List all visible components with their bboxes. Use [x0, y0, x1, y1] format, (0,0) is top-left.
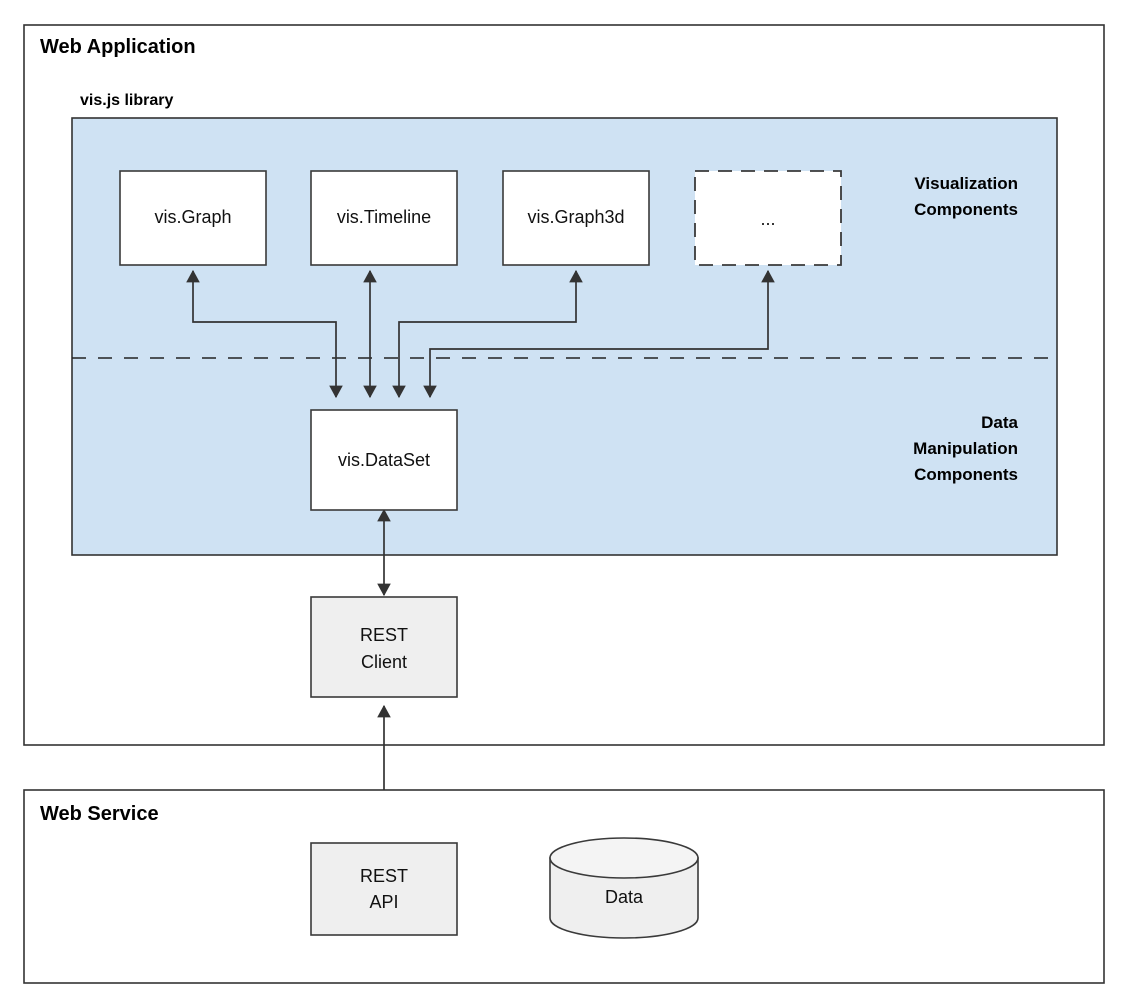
connector-vis-graph-to-dataset — [186, 269, 343, 399]
zone-label-data-manipulation-line3: Components — [914, 465, 1018, 484]
node-label-rest-api-line2: API — [369, 892, 398, 912]
node-vis-dataset[interactable]: vis.DataSet — [310, 409, 458, 511]
library-panel-label: vis.js library — [80, 92, 173, 109]
node-vis-graph3d[interactable]: vis.Graph3d — [502, 170, 650, 266]
node-data-store[interactable]: Data — [549, 837, 699, 939]
container-label-web-application: Web Application — [40, 36, 196, 58]
node-label-rest-api-line1: REST — [360, 866, 408, 886]
node-label-vis-timeline: vis.Timeline — [337, 207, 431, 227]
connector-more-components-to-dataset — [423, 269, 775, 399]
node-label-vis-dataset: vis.DataSet — [338, 450, 430, 470]
node-vis-graph[interactable]: vis.Graph — [119, 170, 267, 266]
node-label-rest-client-line1: REST — [360, 625, 408, 645]
node-label-vis-graph3d: vis.Graph3d — [527, 207, 624, 227]
node-label-more-components: ... — [760, 209, 775, 229]
node-label-data-store: Data — [605, 887, 644, 907]
node-more-components[interactable]: ... — [694, 170, 842, 266]
node-rest-api[interactable]: REST API — [310, 842, 458, 936]
zone-label-visualization-line1: Visualization — [914, 174, 1018, 193]
zone-label-data-manipulation-line2: Manipulation — [913, 439, 1018, 458]
node-label-vis-graph: vis.Graph — [154, 207, 231, 227]
container-label-web-service: Web Service — [40, 803, 159, 825]
zone-label-data-manipulation-line1: Data — [981, 413, 1018, 432]
zone-label-visualization-line2: Components — [914, 200, 1018, 219]
node-label-rest-client-line2: Client — [361, 652, 407, 672]
node-vis-timeline[interactable]: vis.Timeline — [310, 170, 458, 266]
node-rest-client[interactable]: REST Client — [310, 596, 458, 698]
